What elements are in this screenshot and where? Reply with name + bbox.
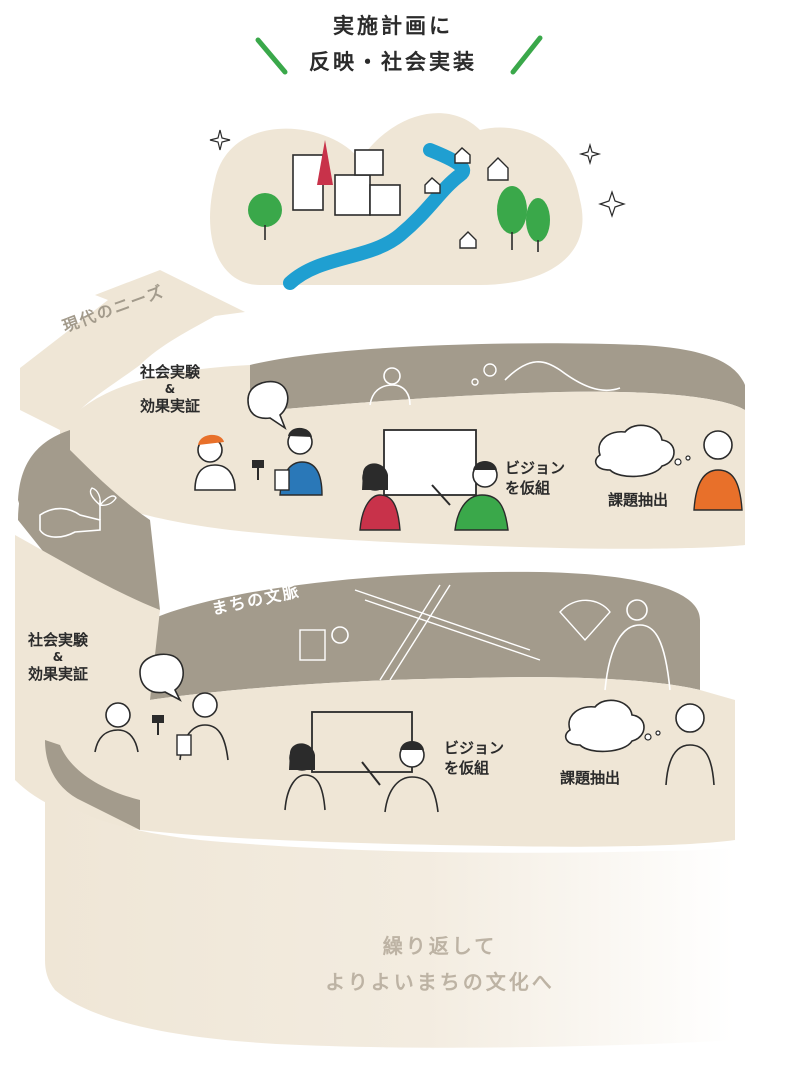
upper-loop-scene [194,361,743,531]
sparkles [209,129,626,218]
lower-loop-scene [94,584,715,813]
lower-ribbon-front [15,535,735,847]
upper-issue-label: 課題抽出 [608,491,669,509]
header-accent-right [510,35,543,75]
needs-arrow [20,270,245,430]
upper-experiment-label: 社会実験 & 効果実証 [130,362,210,416]
town-illustration [210,113,583,290]
lower-vision-label-line1: ビジョン [444,739,505,757]
upper-vision-label-line2: を仮組 [505,479,551,497]
lower-vision-label-line2: を仮組 [444,759,490,777]
upper-vision-label: ビジョン を仮組 [505,458,565,498]
footer-line1: 繰り返して [382,934,498,958]
houses [424,147,509,249]
lower-experiment-label-line2: & [52,650,64,664]
header-title-line1: 実施計画に [333,14,453,38]
tree [248,193,282,227]
tower [317,140,333,185]
lower-ribbon-inner [150,571,700,700]
lower-experiment-label-line1: 社会実験 [27,631,88,649]
lower-experiment-label-line3: 効果実証 [27,665,88,683]
upper-experiment-label-line2: & [164,382,176,396]
lower-experiment-label: 社会実験 & 効果実証 [18,630,98,684]
bottom-turn-band [45,740,140,830]
bottom-ribbon [45,780,735,1048]
header-accent-left [255,37,288,75]
left-ribbon-band [18,440,160,610]
upper-experiment-label-line1: 社会実験 [139,363,200,381]
footer-line2: よりよいまちの文化へ [325,970,555,994]
lower-vision-label: ビジョン を仮組 [444,738,504,778]
lower-issue-label: 課題抽出 [560,769,621,787]
header-title-line2: 反映・社会実装 [309,50,477,74]
upper-vision-label-line1: ビジョン [505,459,566,477]
seedling-illustration [39,487,117,538]
upper-experiment-label-line3: 効果実証 [139,397,200,415]
